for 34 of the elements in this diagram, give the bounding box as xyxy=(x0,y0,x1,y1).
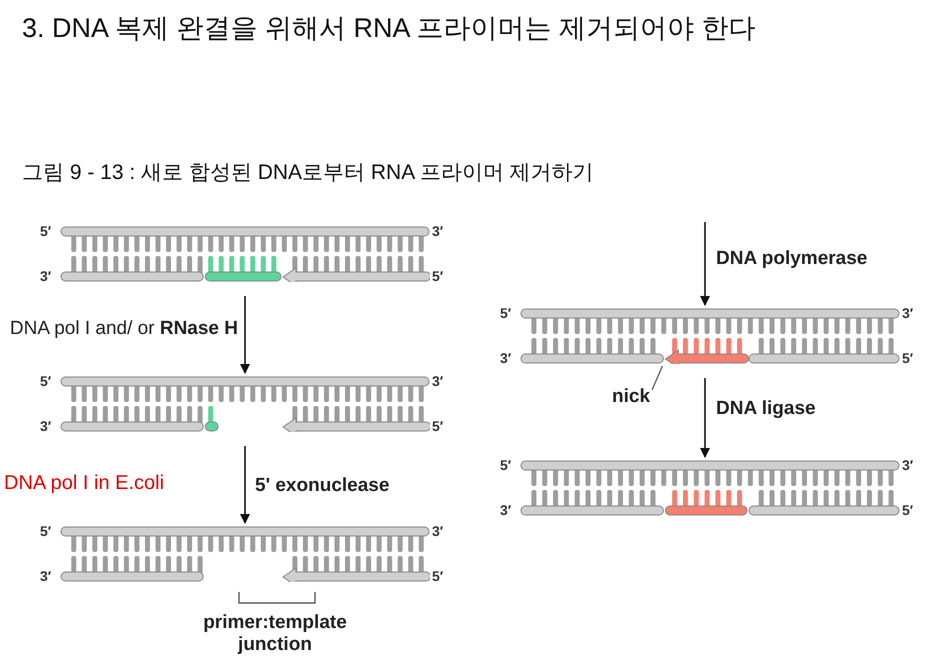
strand-end-label: 3′ xyxy=(500,351,512,365)
strand-end-label: 3′ xyxy=(40,269,52,283)
strand-end-label: 5′ xyxy=(500,458,512,472)
arrow xyxy=(700,222,710,306)
nick-label: nick xyxy=(612,386,650,408)
arrow xyxy=(240,446,250,524)
strand-end-label: 5′ xyxy=(40,374,52,388)
strand-end-label: 5′ xyxy=(500,306,512,320)
strand-end-label: 3′ xyxy=(432,374,444,388)
edge-label: 5' exonuclease xyxy=(255,475,390,497)
strand-end-label: 3′ xyxy=(902,458,914,472)
strand-end-label: 3′ xyxy=(432,524,444,538)
annotation-text: DNA pol I in E.coli xyxy=(4,472,164,495)
caption: 그림 9 - 13 : 새로 합성된 DNA로부터 RNA 프라이머 제거하기 xyxy=(22,160,594,186)
title: 3. DNA 복제 완결을 위해서 RNA 프라이머는 제거되어야 한다 xyxy=(22,12,756,45)
strand-end-label: 5′ xyxy=(432,419,444,433)
strand-end-label: 3′ xyxy=(40,569,52,583)
strand-end-label: 5′ xyxy=(902,351,914,365)
leader-line xyxy=(651,366,663,390)
strand-end-label: 5′ xyxy=(40,524,52,538)
strand-end-label: 3′ xyxy=(40,419,52,433)
strand-end-label: 5′ xyxy=(902,503,914,517)
arrow xyxy=(240,296,250,374)
edge-label: DNA pol I and/ or RNase H xyxy=(10,318,238,340)
region-label: primer:template junction xyxy=(202,612,348,656)
strand-end-label: 5′ xyxy=(432,269,444,283)
strand-end-label: 5′ xyxy=(432,569,444,583)
edge-label: DNA polymerase xyxy=(716,248,868,270)
arrow xyxy=(700,378,710,458)
strand-end-label: 3′ xyxy=(902,306,914,320)
strand-end-label: 5′ xyxy=(40,224,52,238)
strand-end-label: 3′ xyxy=(500,503,512,517)
edge-label: DNA ligase xyxy=(716,398,816,420)
strand-end-label: 3′ xyxy=(432,224,444,238)
